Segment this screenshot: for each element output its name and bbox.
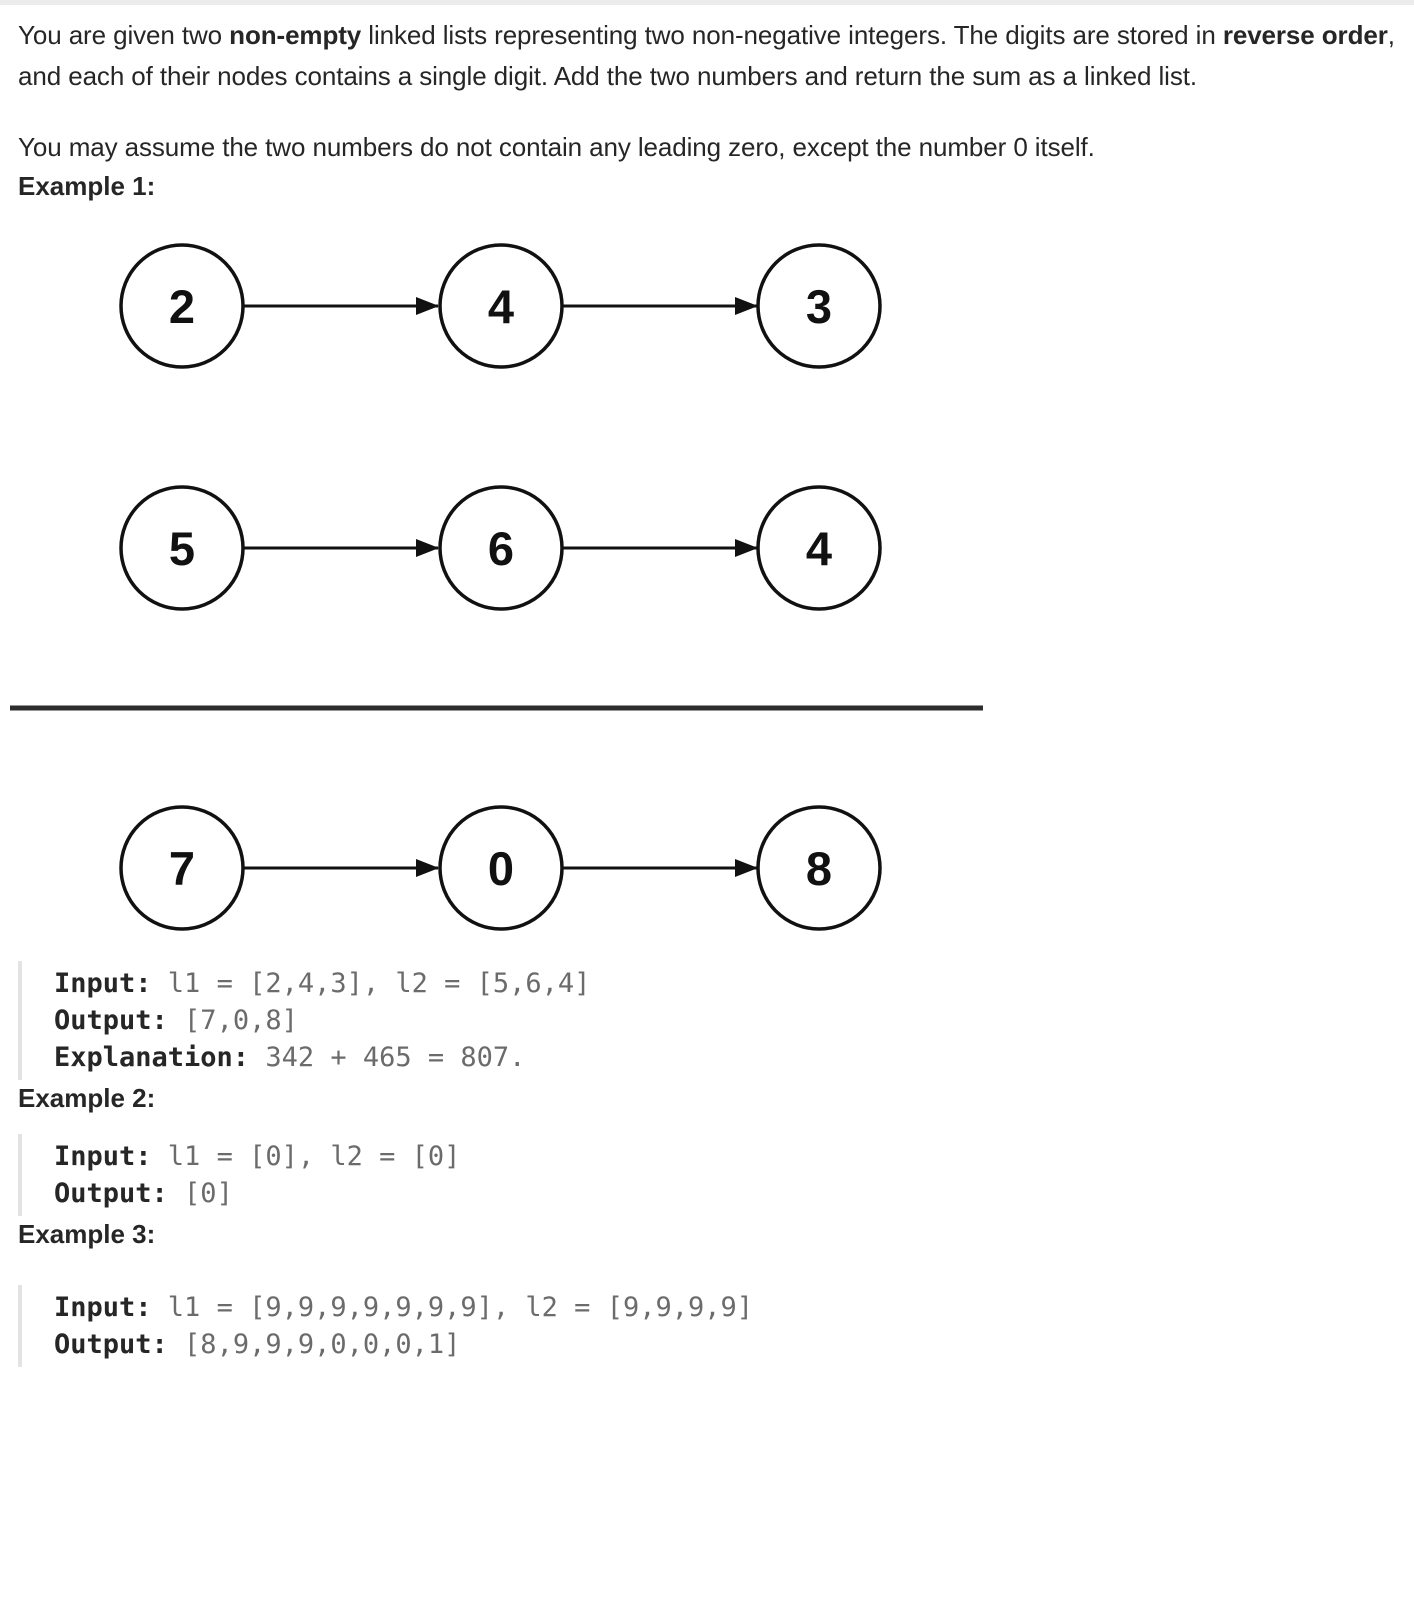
input-value: l1 = [0], l2 = [0] [151, 1141, 461, 1172]
example-2-input-line: Input: l1 = [0], l2 = [0] [54, 1138, 460, 1175]
statement-bold-reverse-order: reverse order [1222, 20, 1388, 50]
problem-description: You are given two non-empty linked lists… [0, 5, 1414, 1367]
node-l2-0 [119, 485, 245, 611]
node-l2-2-digit: 4 [806, 522, 832, 575]
example-1-explanation-line: Explanation: 342 + 465 = 807. [54, 1039, 590, 1076]
example-1-input-line: Input: l1 = [2,4,3], l2 = [5,6,4] [54, 965, 590, 1002]
statement-text: , and each of their nodes contains a sin… [18, 20, 1395, 91]
node-result-1 [438, 805, 564, 931]
node-l1-2-digit: 3 [806, 280, 832, 333]
input-value: l1 = [2,4,3], l2 = [5,6,4] [151, 968, 591, 999]
example-3-heading: Example 3: [18, 1219, 156, 1249]
output-value: [7,0,8] [167, 1005, 298, 1036]
example-3-input-line: Input: l1 = [9,9,9,9,9,9,9], l2 = [9,9,9… [54, 1289, 753, 1326]
statement-bold-non-empty: non-empty [229, 20, 362, 50]
output-value: [0] [167, 1178, 233, 1209]
node-result-0 [119, 805, 245, 931]
example-3-code-block: Input: l1 = [9,9,9,9,9,9,9], l2 = [9,9,9… [18, 1285, 753, 1367]
example-1-output-line: Output: [7,0,8] [54, 1002, 590, 1039]
example-2-code-block: Input: l1 = [0], l2 = [0] Output: [0] [18, 1134, 460, 1216]
example-3-output-line: Output: [8,9,9,9,0,0,0,1] [54, 1326, 753, 1363]
problem-statement: You are given two non-empty linked lists… [18, 15, 1398, 97]
explanation-value: 342 + 465 = 807. [249, 1042, 526, 1073]
node-l1-1-digit: 4 [488, 280, 514, 333]
statement-text: linked lists representing two non-negati… [361, 20, 1223, 50]
node-l1-2 [756, 243, 882, 369]
example-1-heading: Example 1: [18, 171, 156, 201]
input-value: l1 = [9,9,9,9,9,9,9], l2 = [9,9,9,9] [151, 1292, 753, 1323]
output-value: [8,9,9,9,0,0,0,1] [167, 1329, 461, 1360]
example-2-heading: Example 2: [18, 1083, 156, 1113]
node-result-2 [756, 805, 882, 931]
node-l1-0-digit: 2 [169, 280, 195, 333]
node-l2-1-digit: 6 [488, 522, 514, 575]
input-label: Input: [54, 1292, 152, 1323]
example-1-code-block: Input: l1 = [2,4,3], l2 = [5,6,4] Output… [18, 961, 590, 1080]
output-label: Output: [54, 1178, 168, 1209]
problem-note: You may assume the two numbers do not co… [18, 132, 1095, 162]
input-label: Input: [54, 968, 152, 999]
node-result-1-digit: 0 [488, 842, 514, 895]
node-l2-1 [438, 485, 564, 611]
output-label: Output: [54, 1329, 168, 1360]
node-l1-0 [119, 243, 245, 369]
output-label: Output: [54, 1005, 168, 1036]
explanation-label: Explanation: [54, 1042, 250, 1073]
statement-text: You are given two [18, 20, 230, 50]
node-l2-2 [756, 485, 882, 611]
linked-list-diagram: 2 4 3 5 6 4 7 0 8 [10, 243, 983, 931]
top-edge-strip [0, 0, 1414, 5]
input-label: Input: [54, 1141, 152, 1172]
node-l1-1 [438, 243, 564, 369]
node-l2-0-digit: 5 [169, 522, 195, 575]
node-result-0-digit: 7 [169, 842, 195, 895]
node-result-2-digit: 8 [806, 842, 832, 895]
example-2-output-line: Output: [0] [54, 1175, 460, 1212]
